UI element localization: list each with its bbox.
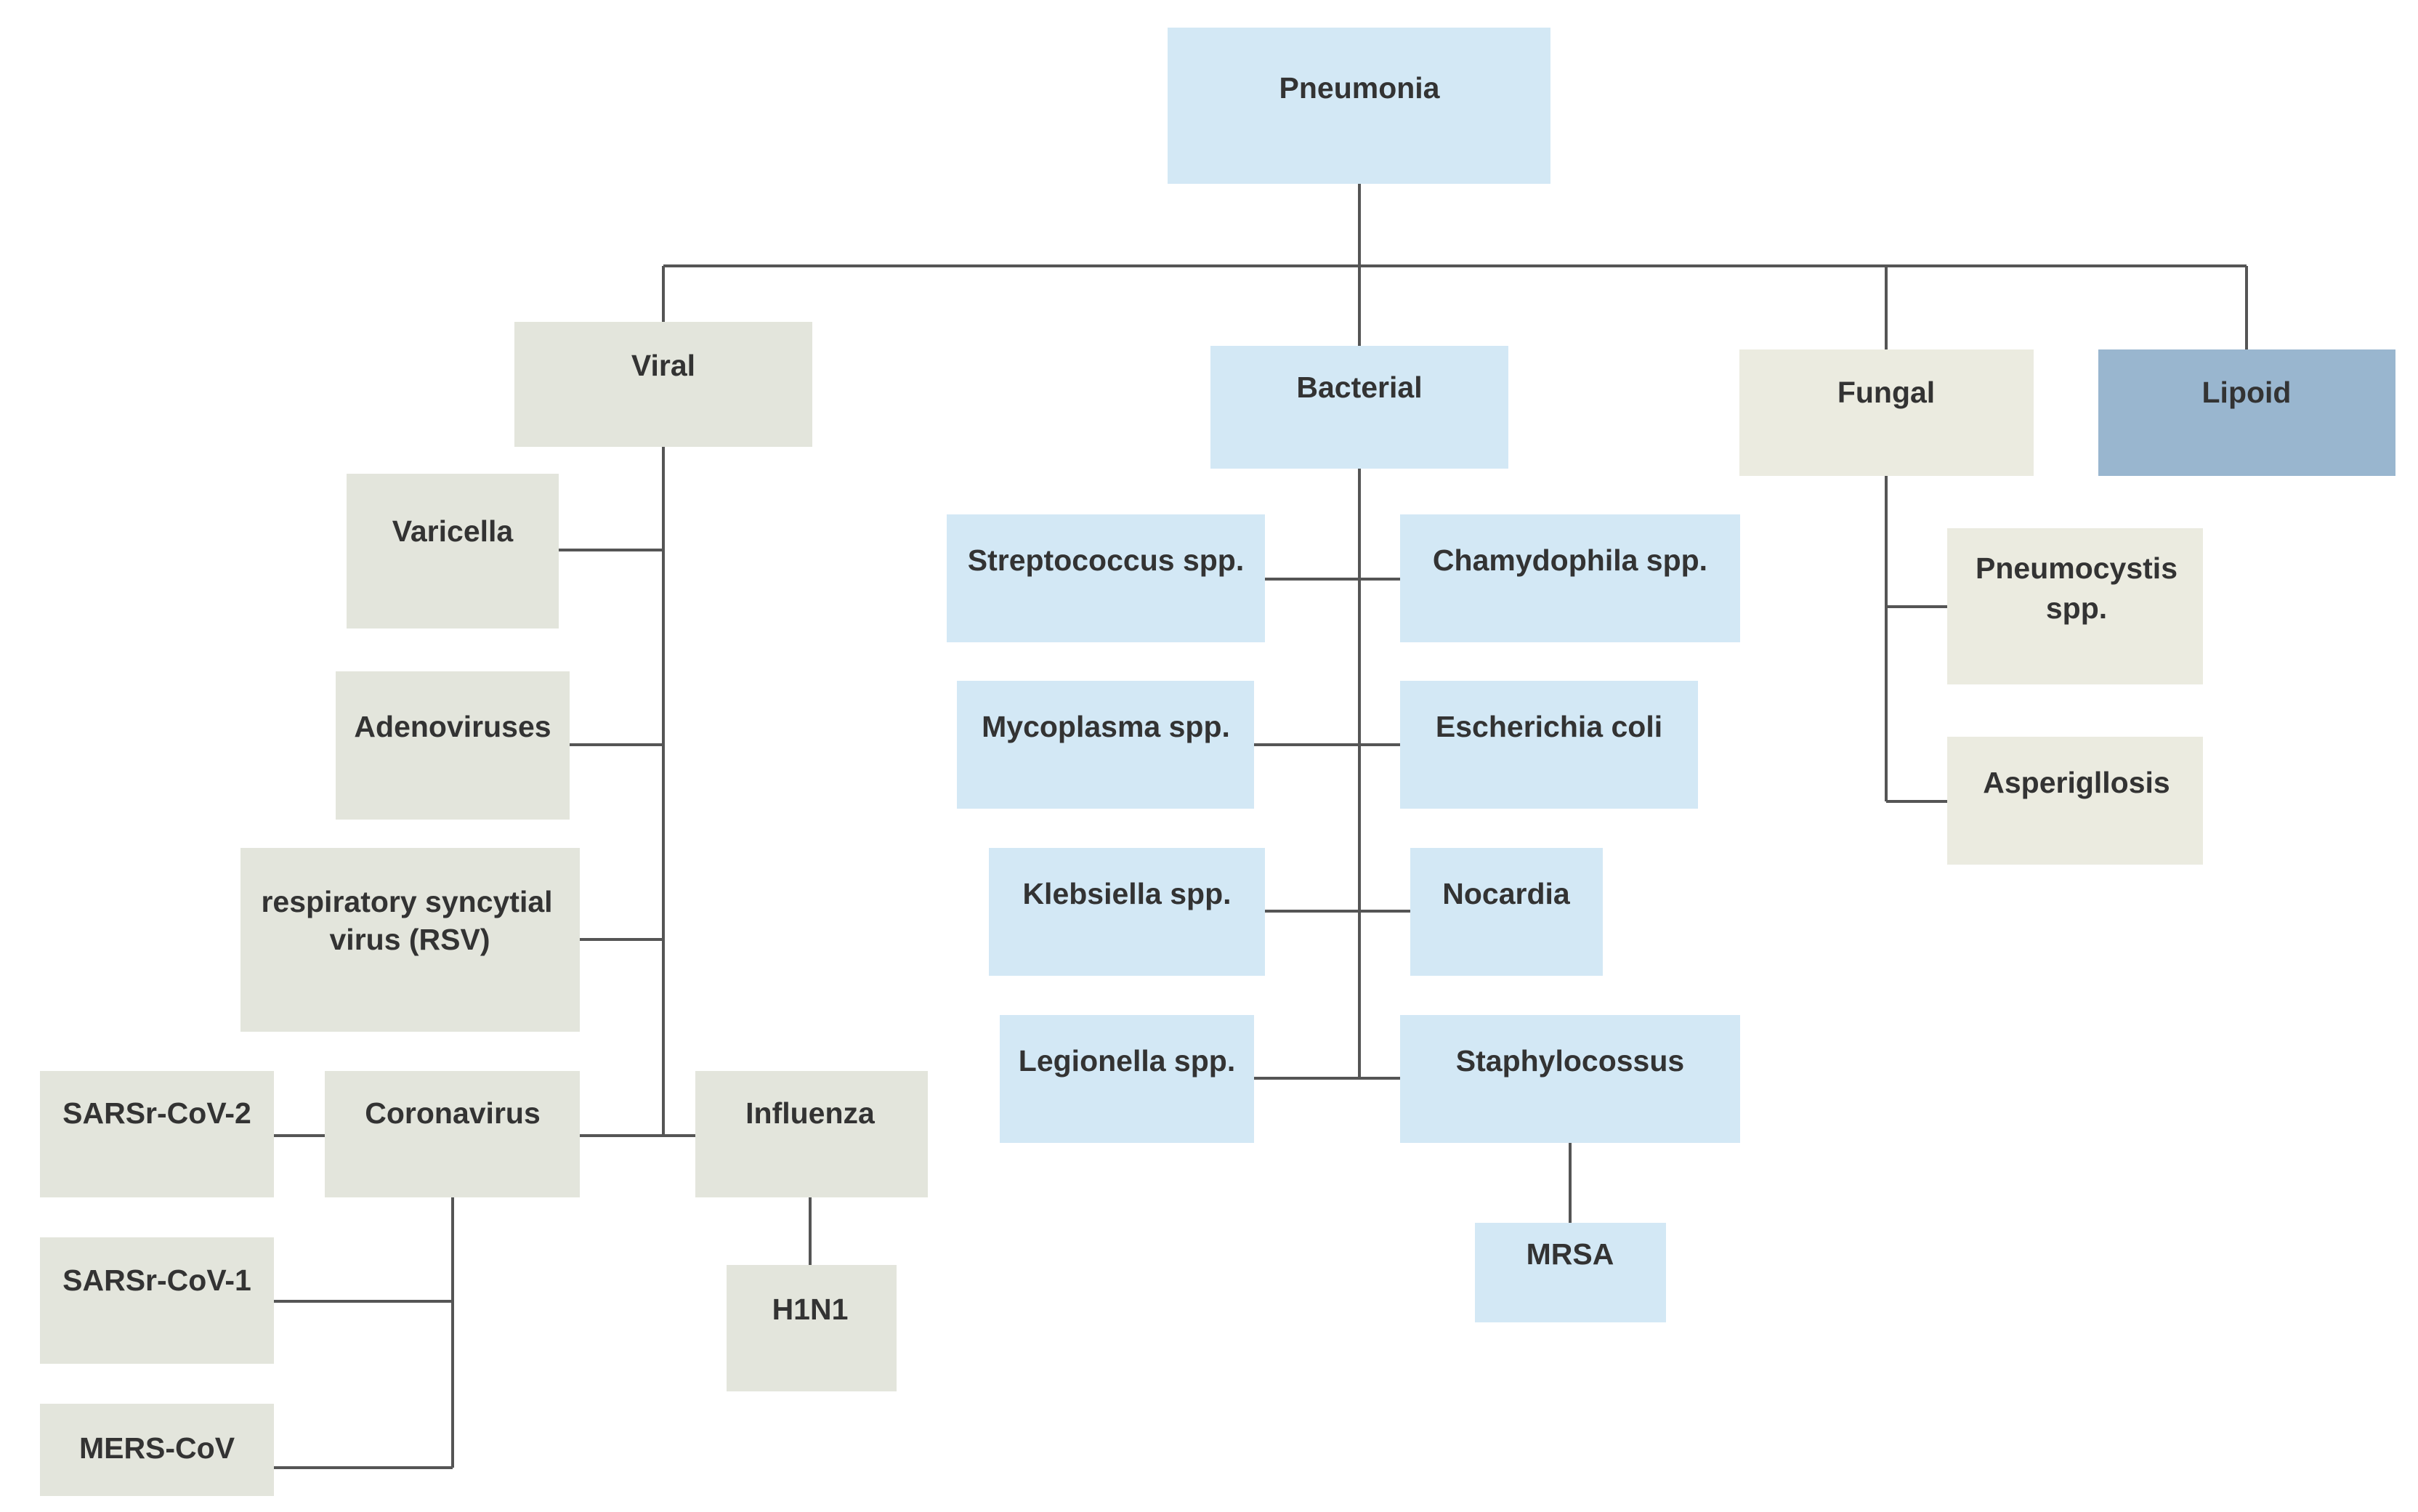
label-varicella: Varicella [392,514,514,548]
label-sarsr-cov-2: SARSr-CoV-2 [62,1096,251,1130]
label-klebsiella: Klebsiella spp. [1022,877,1231,910]
label-legionella: Legionella spp. [1019,1044,1235,1078]
node-varicella [347,474,559,628]
label-viral: Viral [631,349,695,382]
node-coronavirus [325,1071,580,1197]
node-lipoid [2098,349,2395,476]
label-bacterial: Bacterial [1296,371,1422,404]
label-nocardia: Nocardia [1442,877,1571,910]
node-pneumocystis [1947,528,2203,684]
label-streptococcus: Streptococcus spp. [968,543,1244,577]
node-mers-cov [40,1404,274,1496]
label-sarsr-cov-1: SARSr-CoV-1 [62,1264,251,1297]
node-nocardia [1410,848,1603,976]
node-h1n1 [727,1265,897,1391]
node-legionella [1000,1015,1254,1143]
node-escherichia [1400,681,1698,809]
label-pneumonia: Pneumonia [1279,71,1441,105]
node-boxes: Pneumonia Viral Bacterial Fungal Lipoid … [40,28,2395,1496]
label-mers-cov: MERS-CoV [79,1431,235,1465]
node-staphylocossus [1400,1015,1740,1143]
node-influenza [695,1071,928,1197]
label-pneumocystis-line-1: Pneumocystis [1976,551,2178,585]
label-chamydophila: Chamydophila spp. [1433,543,1707,577]
label-pneumocystis-line-2: spp. [2046,591,2107,625]
label-coronavirus: Coronavirus [365,1096,541,1130]
label-lipoid: Lipoid [2202,376,2292,409]
node-sarsr-cov-2 [40,1071,274,1197]
label-adenoviruses: Adenoviruses [354,710,551,743]
label-escherichia: Escherichia coli [1436,710,1662,743]
node-mycoplasma [957,681,1254,809]
node-klebsiella [989,848,1265,976]
node-bacterial [1210,346,1508,469]
label-rsv-line-2: virus (RSV) [330,923,490,956]
label-h1n1: H1N1 [772,1293,849,1326]
node-viral [514,322,812,447]
node-adenoviruses [336,671,570,820]
label-influenza: Influenza [745,1096,876,1130]
label-mycoplasma: Mycoplasma spp. [982,710,1230,743]
node-fungal [1739,349,2034,476]
label-mrsa: MRSA [1527,1237,1614,1271]
node-rsv [240,848,580,1032]
node-sarsr-cov-1 [40,1237,274,1364]
node-chamydophila [1400,514,1740,642]
label-staphylocossus: Staphylocossus [1456,1044,1684,1078]
connectors [274,184,2248,1469]
node-pneumonia [1168,28,1550,184]
label-fungal: Fungal [1837,376,1935,409]
label-rsv-line-1: respiratory syncytial [261,885,552,918]
node-streptococcus [947,514,1265,642]
label-asperigllosis: Asperigllosis [1983,766,2170,799]
node-mrsa [1475,1223,1666,1322]
node-asperigllosis [1947,737,2203,865]
